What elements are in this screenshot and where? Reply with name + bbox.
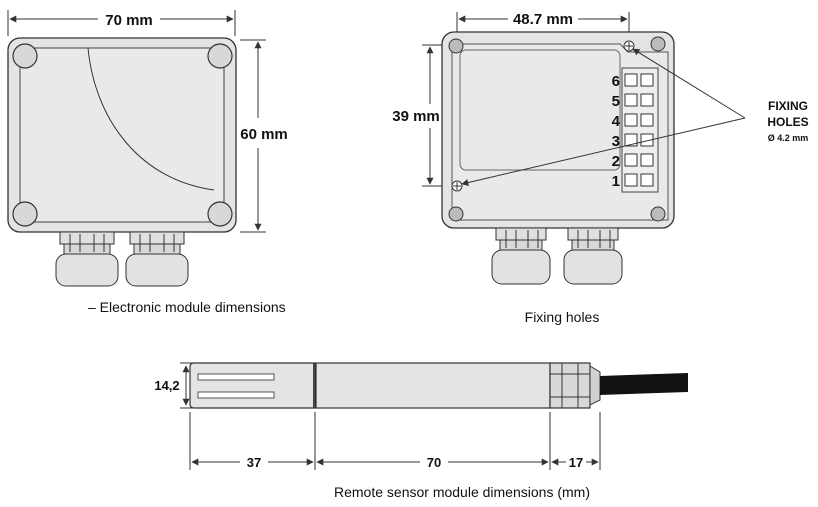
- holes-caption: Fixing holes: [525, 309, 600, 325]
- terminal-number: 2: [612, 153, 620, 170]
- fixing-leader-line: [632, 48, 746, 119]
- terminal-row: 5: [612, 93, 654, 110]
- sensor-probe-body: [315, 362, 551, 409]
- sensor-caption: Remote sensor module dimensions (mm): [334, 484, 590, 500]
- remote-sensor: 14,2 37 70 17 Remote sensor module dimen…: [154, 362, 688, 500]
- fixing-label-line2: HOLES: [767, 115, 808, 129]
- module-caption: – Electronic module dimensions: [88, 299, 286, 315]
- terminal-row: 6: [612, 73, 654, 90]
- corner-screw-icon: [207, 201, 233, 227]
- terminal-number: 1: [612, 173, 620, 190]
- holes-height-label: 39 mm: [392, 108, 440, 125]
- fixing-leader-line: [461, 117, 746, 186]
- terminal-row: 4: [612, 113, 654, 130]
- terminal-row: 2: [612, 153, 654, 170]
- corner-screw-icon: [207, 43, 233, 69]
- terminal-number: 3: [612, 133, 620, 150]
- module-width-label: 70 mm: [105, 12, 153, 29]
- holes-width-label: 48.7 mm: [513, 11, 573, 28]
- terminal-block: [621, 67, 659, 193]
- corner-screw-icon: [12, 43, 38, 69]
- fixing-label-line1: FIXING: [768, 99, 808, 113]
- terminal-number: 5: [612, 93, 620, 110]
- corner-screw-icon: [12, 201, 38, 227]
- module-height-label: 60 mm: [240, 126, 288, 143]
- terminal-number: 4: [612, 113, 621, 130]
- cable-gland-icon: [55, 231, 119, 287]
- terminal-row: 3: [612, 133, 654, 150]
- cable-gland-icon: [125, 231, 189, 287]
- sensor-cable: [600, 373, 688, 395]
- sensor-dim-nut: 17: [569, 455, 583, 470]
- sensor-diameter-label: 14,2: [154, 378, 179, 393]
- sensor-probe-tip: [189, 362, 316, 409]
- sensor-dim-body: 70: [427, 455, 441, 470]
- sensor-hex-nut: [549, 362, 591, 409]
- cable-gland-icon: [491, 227, 551, 285]
- electronic-module: 70 mm 60 mm – Electroni: [7, 10, 288, 315]
- sensor-dim-tip: 37: [247, 455, 261, 470]
- fixing-label-line3: Ø 4.2 mm: [768, 133, 809, 143]
- cable-gland-icon: [563, 227, 623, 285]
- fixing-holes-view: 48.7 mm 39 mm 6 5 4: [392, 11, 808, 325]
- terminal-row: 1: [612, 173, 654, 190]
- terminal-number: 6: [612, 73, 620, 90]
